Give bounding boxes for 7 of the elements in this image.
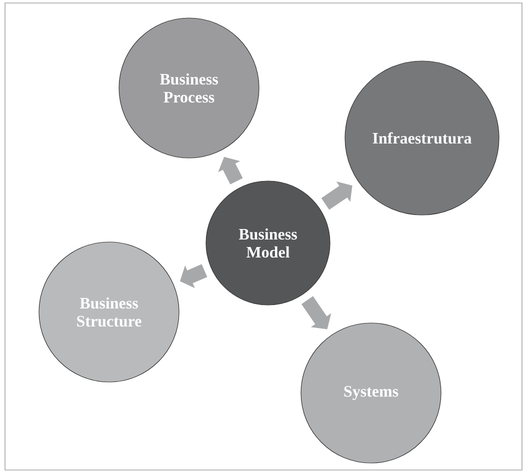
circle-node: Business Process [118,18,260,158]
circle-node: Business Model [206,180,330,306]
block-arrow [321,182,352,210]
circle-node: Business Structure [38,242,180,382]
circle-node: Systems [300,322,442,464]
block-arrow [301,296,332,330]
circle-node: Infraestrutura [344,60,500,216]
